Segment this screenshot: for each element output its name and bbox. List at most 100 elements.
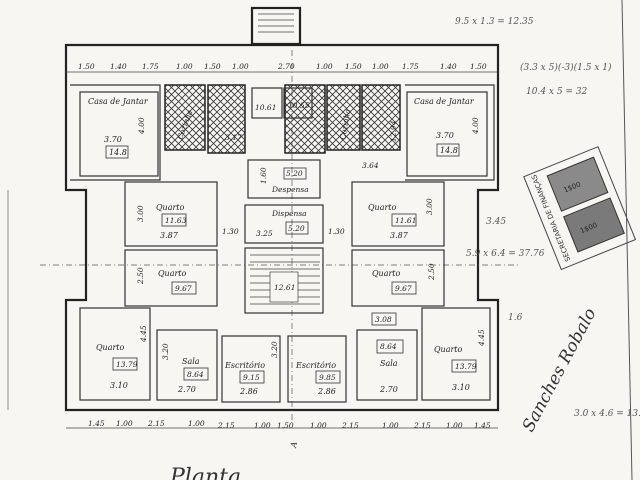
annotation-calc: 9.5 x 1.3 = 12.35 [455, 17, 534, 27]
annotation-calc: 3.45 [486, 217, 506, 227]
room-office-left: Escritório 9.15 2.86 3.20 [224, 341, 279, 396]
svg-text:3.87: 3.87 [160, 231, 179, 240]
annotation-calc: 10.4 x 5 = 32 [526, 87, 588, 97]
dim-label: 1.00 [382, 421, 399, 430]
dim-label: 1.00 [446, 421, 463, 430]
svg-text:Quarto: Quarto [434, 345, 463, 354]
top-dimensions: 1.50 1.40 1.75 1.00 1.50 1.00 2.70 1.00 … [78, 62, 487, 71]
svg-text:Quarto: Quarto [96, 343, 125, 352]
svg-text:14.8: 14.8 [109, 148, 127, 157]
dim-label: 1.75 [402, 62, 419, 71]
svg-text:3.25: 3.25 [256, 229, 273, 238]
wc-right-area: 10.55 [288, 101, 310, 110]
bath-right-tiles [361, 84, 401, 151]
svg-text:3.00: 3.00 [136, 205, 145, 222]
svg-text:Quarto: Quarto [368, 203, 397, 212]
svg-text:9.15: 9.15 [243, 373, 260, 382]
svg-text:Dispensa: Dispensa [271, 209, 307, 218]
section-marker: A [289, 441, 299, 449]
svg-text:4.00: 4.00 [471, 117, 480, 135]
dim-label: 2.15 [147, 419, 165, 428]
kitchen-right-tiles [284, 84, 326, 154]
dim-label: 1.50 [277, 421, 294, 430]
sheet-edge [621, 0, 633, 480]
svg-text:9.67: 9.67 [395, 284, 412, 293]
svg-text:Quarto: Quarto [156, 203, 185, 212]
sheet-title: Planta [169, 465, 241, 480]
kitchen-left-width: 3.17 [225, 133, 242, 142]
wc-right [283, 87, 313, 119]
svg-text:Quarto: Quarto [372, 269, 401, 278]
room-walls [79, 91, 491, 403]
dim-label: 1.45 [88, 419, 105, 428]
dim-label: 1.00 [176, 62, 193, 71]
dim-label: 1.00 [116, 419, 133, 428]
svg-text:3.10: 3.10 [452, 383, 470, 392]
hall-right-area: 3.64 [362, 161, 379, 170]
kitchen-right-b-tiles [326, 84, 361, 151]
room-dining-left: Casa de Jantar 3.70 14.8 4.00 [88, 97, 149, 159]
svg-text:2.70: 2.70 [177, 385, 196, 394]
svg-text:14.8: 14.8 [440, 146, 458, 155]
svg-text:2.86: 2.86 [317, 387, 336, 396]
svg-text:Sala: Sala [380, 359, 398, 368]
room-bedroom-low-left: Quarto 13.79 3.10 4.45 [96, 325, 148, 390]
svg-text:4.00: 4.00 [137, 117, 146, 135]
dim-label: 2.70 [277, 62, 295, 71]
dim-label: 1.75 [142, 62, 159, 71]
dim-label: 1.40 [440, 62, 457, 71]
room-pantry-top: 5.20 Despensa 1.60 [259, 167, 309, 194]
wc-left [251, 87, 283, 119]
corridor-width-left: 1.30 [222, 227, 239, 236]
wc-left-area: 10.61 [255, 103, 276, 112]
annotation-calc: 5.9 x 6.4 = 37.76 [466, 249, 545, 259]
dim-label: 2.15 [217, 421, 235, 430]
exterior-wall [64, 43, 500, 412]
dim-label: 1.40 [110, 62, 127, 71]
room-living-right: 8.64 Sala 2.70 [376, 339, 404, 394]
annotation-calc: 3.0 x 4.6 = 13.8 [574, 409, 640, 419]
hall-low-right: 3.08 [371, 312, 397, 326]
svg-text:2.50: 2.50 [136, 267, 145, 285]
room-bedroom-mid-left: Quarto 9.67 2.50 [136, 267, 197, 295]
svg-text:11.63: 11.63 [165, 216, 187, 225]
room-bedroom-upper-right: Quarto 11.61 3.87 3.00 [368, 198, 434, 240]
annotation-calc: 1.6 [508, 313, 523, 323]
svg-text:13.79: 13.79 [116, 360, 138, 369]
svg-text:5.20: 5.20 [288, 224, 305, 233]
svg-text:3.70: 3.70 [104, 135, 122, 144]
room-bedroom-upper-left: Quarto 11.63 3.87 3.00 [136, 203, 187, 240]
svg-text:Casa de Jantar: Casa de Jantar [88, 97, 149, 106]
dim-label: 1.00 [232, 62, 249, 71]
dim-label: 1.45 [474, 421, 491, 430]
room-office-right: Escritório 9.85 2.86 [295, 361, 341, 396]
svg-text:3.08: 3.08 [375, 315, 392, 324]
svg-text:2.70: 2.70 [379, 385, 398, 394]
svg-text:12.61: 12.61 [274, 283, 295, 292]
svg-text:Despensa: Despensa [271, 185, 309, 194]
svg-text:Quarto: Quarto [158, 269, 187, 278]
room-dining-right: Casa de Jantar 3.70 14.8 4.00 [414, 97, 480, 157]
wc-left-tiles [164, 84, 206, 151]
svg-text:1.60: 1.60 [259, 167, 268, 184]
dim-label: 1.00 [372, 62, 389, 71]
stairwell: 12.61 [274, 283, 295, 292]
svg-text:5.20: 5.20 [286, 169, 303, 178]
kitchen-left-tiles [207, 84, 246, 154]
svg-text:Casa de Jantar: Casa de Jantar [414, 97, 475, 106]
svg-text:Sala: Sala [182, 357, 200, 366]
dim-label: 1.50 [470, 62, 487, 71]
annotation-calc: (3.3 x 5)(-3)(1.5 x 1) [520, 62, 612, 73]
svg-text:11.61: 11.61 [395, 216, 416, 225]
svg-text:13.79: 13.79 [455, 362, 477, 371]
svg-text:3.70: 3.70 [436, 131, 454, 140]
room-pantry-mid: Dispensa 3.25 5.20 [256, 209, 309, 238]
svg-text:4.45: 4.45 [139, 325, 148, 343]
svg-text:Escritório: Escritório [295, 361, 336, 370]
svg-text:2.86: 2.86 [239, 387, 258, 396]
room-bedroom-mid-right: Quarto 9.67 2.50 [372, 263, 436, 295]
dim-label: 1.50 [345, 62, 362, 71]
room-living-left: Sala 8.64 2.70 3.20 [161, 343, 209, 394]
corridor-width-right: 1.30 [328, 227, 345, 236]
